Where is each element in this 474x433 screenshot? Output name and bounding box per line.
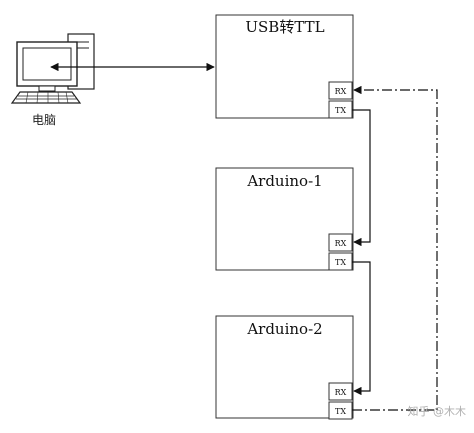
arduino-2-module: Arduino-2 RX TX	[215, 315, 354, 420]
usb-tx-to-arduino-1-rx	[352, 109, 371, 247]
arduino-1-rx-label: RX	[335, 239, 347, 248]
arduino-1-module: Arduino-1 RX TX	[215, 167, 354, 271]
usb-ttl-tx-label: TX	[335, 106, 346, 115]
arduino-2-rx-label: RX	[335, 388, 347, 397]
computer-label: 电脑	[32, 113, 56, 127]
arduino-1-title: Arduino-1	[246, 172, 322, 190]
arduino-2-title: Arduino-2	[246, 320, 322, 338]
usb-ttl-title: USB转TTL	[245, 18, 324, 36]
arduino-1-tx-label: TX	[335, 258, 346, 267]
arduino-2-tx-label: TX	[335, 407, 346, 416]
arduino-2-tx-to-usb-rx	[352, 85, 438, 411]
arduino-1-rx-port	[328, 233, 353, 252]
arduino-2-rx-port	[328, 382, 353, 401]
usb-ttl-rx-port	[328, 81, 353, 100]
usb-ttl-rx-label: RX	[335, 87, 347, 96]
desktop-computer-icon	[10, 33, 95, 104]
watermark-text: 知乎 @木木	[408, 404, 467, 418]
arduino-1-tx-to-arduino-2-rx	[352, 261, 371, 396]
usb-ttl-module: USB转TTL RX TX	[215, 14, 354, 119]
